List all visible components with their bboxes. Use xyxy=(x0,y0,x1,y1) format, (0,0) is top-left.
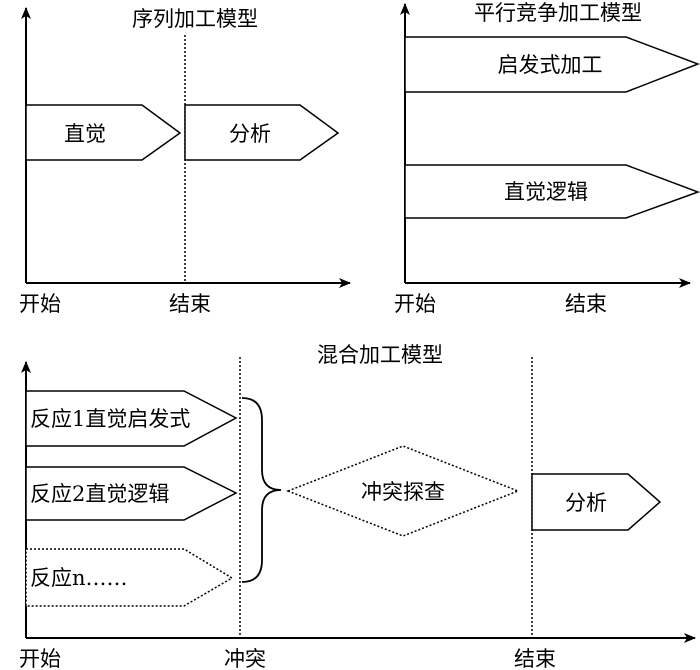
parallel-model-title: 平行竞争加工模型 xyxy=(474,1,642,25)
analysis-box xyxy=(184,104,340,161)
hybrid-model-title: 混合加工模型 xyxy=(317,343,443,367)
conflict-detection-label: 冲突探查 xyxy=(361,480,445,504)
response-n-box xyxy=(25,548,234,607)
response-2-box xyxy=(25,466,238,521)
response-1-label: 反应1直觉启发式 xyxy=(30,407,190,431)
analysis-label: 分析 xyxy=(229,122,271,146)
heuristic-processing-label: 启发式加工 xyxy=(498,53,603,77)
hybrid-conflict-label: 冲突 xyxy=(224,647,266,670)
hybrid-end-label: 结束 xyxy=(514,647,556,670)
serial-end-label: 结束 xyxy=(169,292,211,316)
intuitive-logic-label: 直觉逻辑 xyxy=(504,180,588,204)
parallel-end-label: 结束 xyxy=(565,292,607,316)
response-1-box xyxy=(25,390,238,447)
response-n-label: 反应n…… xyxy=(30,566,128,590)
serial-model-panel: 序列加工模型 直觉 分析 开始 结束 xyxy=(19,7,351,316)
hybrid-analysis-label: 分析 xyxy=(565,491,607,515)
parallel-model-panel: 平行竞争加工模型 启发式加工 直觉逻辑 开始 结束 xyxy=(394,1,700,316)
heuristic-processing-box xyxy=(404,36,700,93)
hybrid-analysis-box xyxy=(531,473,662,531)
intuition-box xyxy=(25,104,182,161)
conflict-detection-diamond xyxy=(285,445,521,537)
intuition-label: 直觉 xyxy=(64,122,106,146)
merge-brace xyxy=(241,397,282,583)
serial-start-label: 开始 xyxy=(19,292,61,316)
response-2-label: 反应2直觉逻辑 xyxy=(30,482,169,506)
hybrid-model-panel: 混合加工模型 反应1直觉启发式 反应2直觉逻辑 反应n…… 冲突探查 分析 开始… xyxy=(19,343,696,670)
hybrid-start-label: 开始 xyxy=(19,647,61,670)
parallel-start-label: 开始 xyxy=(394,292,436,316)
serial-model-title: 序列加工模型 xyxy=(132,7,258,31)
intuitive-logic-box xyxy=(404,164,700,219)
